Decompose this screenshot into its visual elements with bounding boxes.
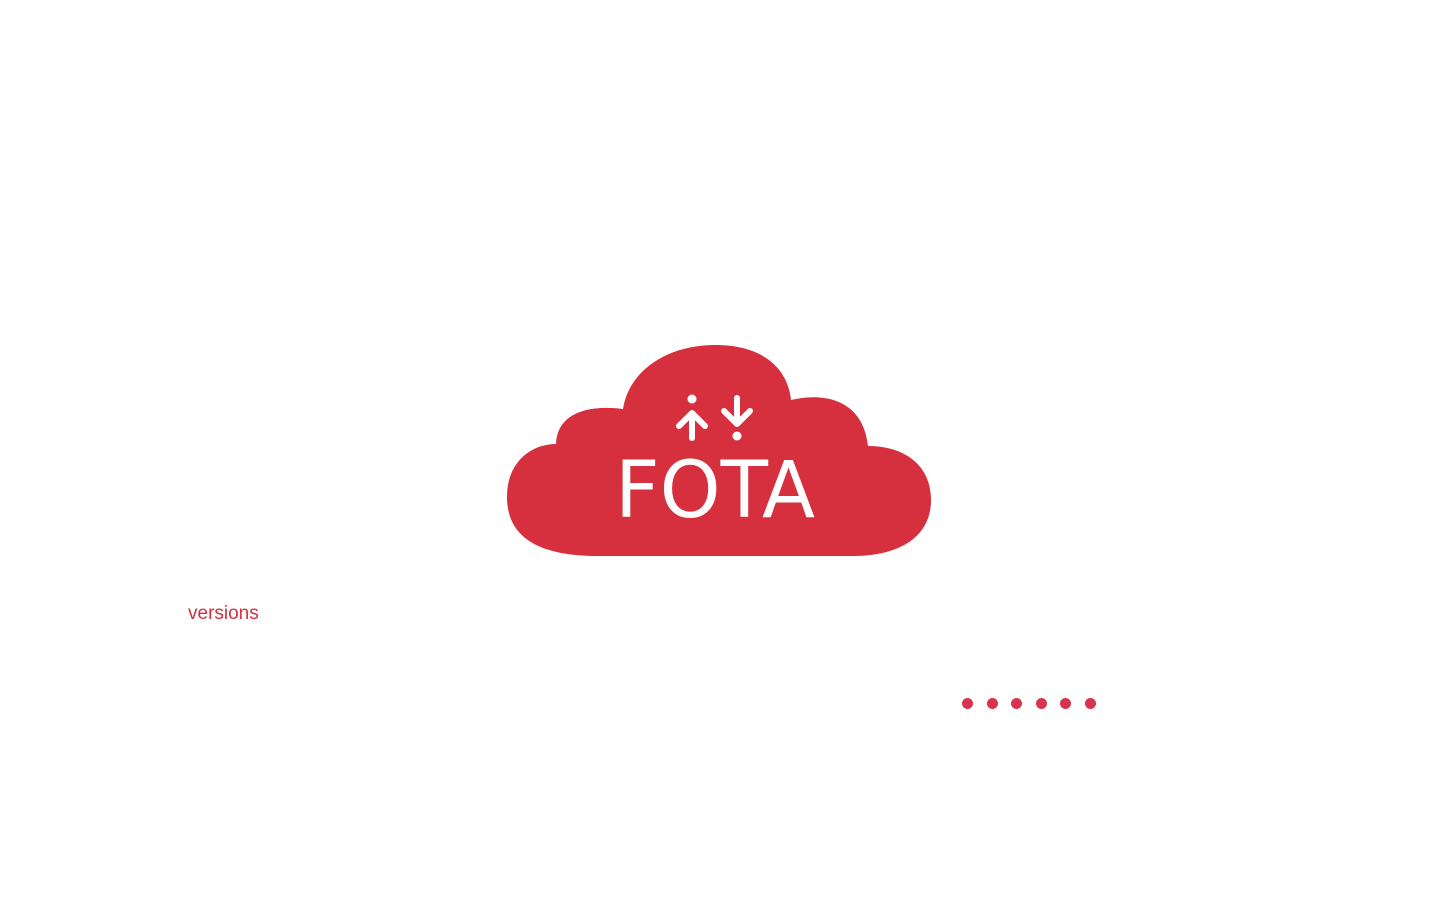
dots-loading-indicator [962, 698, 1096, 710]
upload-download-arrows-icon [676, 395, 753, 441]
loading-dot [1011, 698, 1022, 709]
upload-dot [687, 394, 697, 404]
loading-dot [1060, 698, 1071, 709]
loading-dot [962, 698, 973, 709]
download-dot [732, 431, 742, 441]
loading-dot [986, 698, 998, 709]
loading-dot [1035, 698, 1047, 709]
cloud-shape [507, 345, 931, 556]
fota-wordmark: FOTA [615, 446, 815, 536]
loading-dot [1084, 698, 1096, 709]
versions-link[interactable]: versions [188, 603, 259, 624]
fota-logo: FOTA [503, 342, 935, 560]
